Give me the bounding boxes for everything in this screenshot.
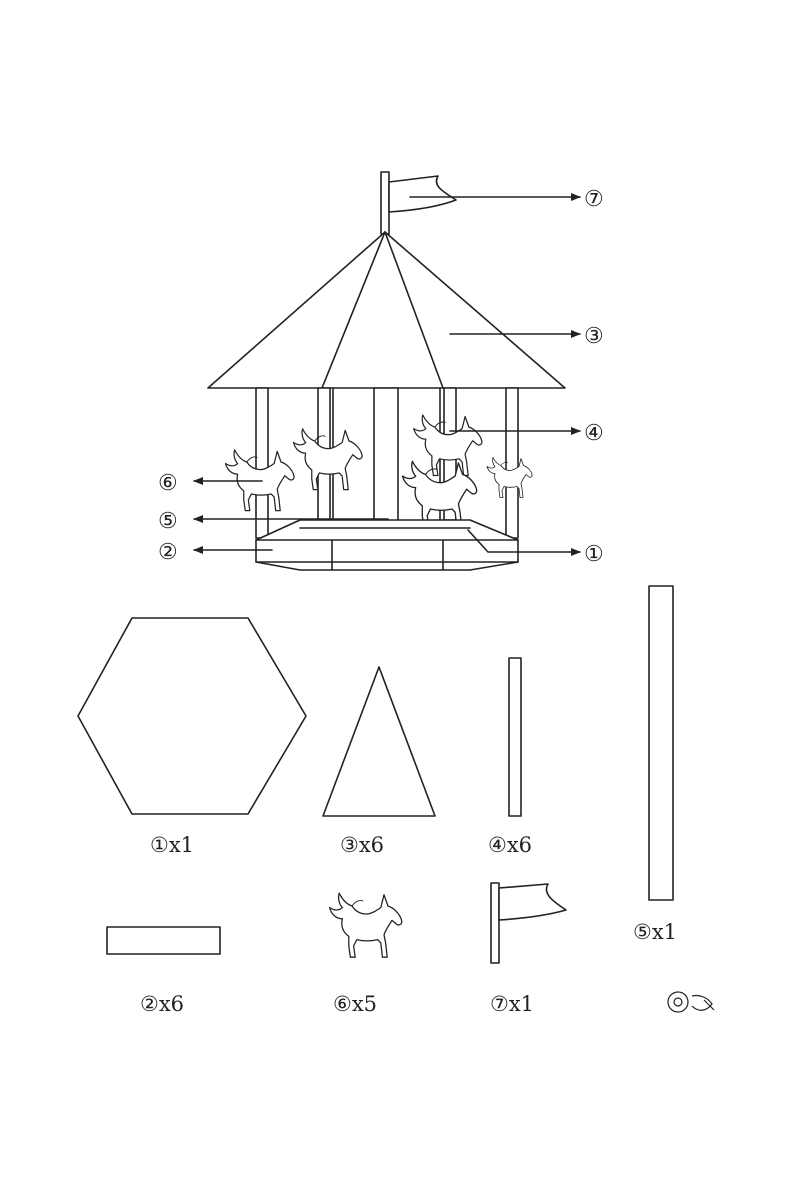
part-label-center-pole: ⑤x1 <box>633 920 677 944</box>
part-roof-triangle <box>322 666 436 817</box>
callout-center-pole: ⑤ <box>158 509 178 534</box>
callout-base-panel: ② <box>158 540 178 565</box>
part-label-pole: ④x6 <box>488 833 532 857</box>
logo-mark <box>667 991 715 1013</box>
carousel-assembly <box>207 171 566 571</box>
base-platform <box>255 519 519 571</box>
callout-pole: ④ <box>584 421 604 446</box>
part-hexagon-base <box>77 617 307 815</box>
callout-base: ① <box>584 542 604 567</box>
part-label-horse: ⑥x5 <box>333 992 377 1016</box>
callout-horse: ⑥ <box>158 471 178 496</box>
parts-list <box>77 585 715 1013</box>
part-label-base-panel: ②x6 <box>140 992 184 1016</box>
callout-flag: ⑦ <box>584 187 604 212</box>
part-flag <box>490 882 567 964</box>
part-horse <box>328 892 403 958</box>
part-label-base: ①x1 <box>150 833 194 857</box>
part-center-pole <box>648 585 674 901</box>
callout-arrows <box>193 193 581 556</box>
roof <box>207 231 566 389</box>
part-base-panel <box>106 926 221 955</box>
part-label-flag: ⑦x1 <box>490 992 534 1016</box>
part-pole <box>508 657 522 817</box>
top-flag <box>380 171 457 235</box>
callout-roof: ③ <box>584 324 604 349</box>
part-label-roof: ③x6 <box>340 833 384 857</box>
